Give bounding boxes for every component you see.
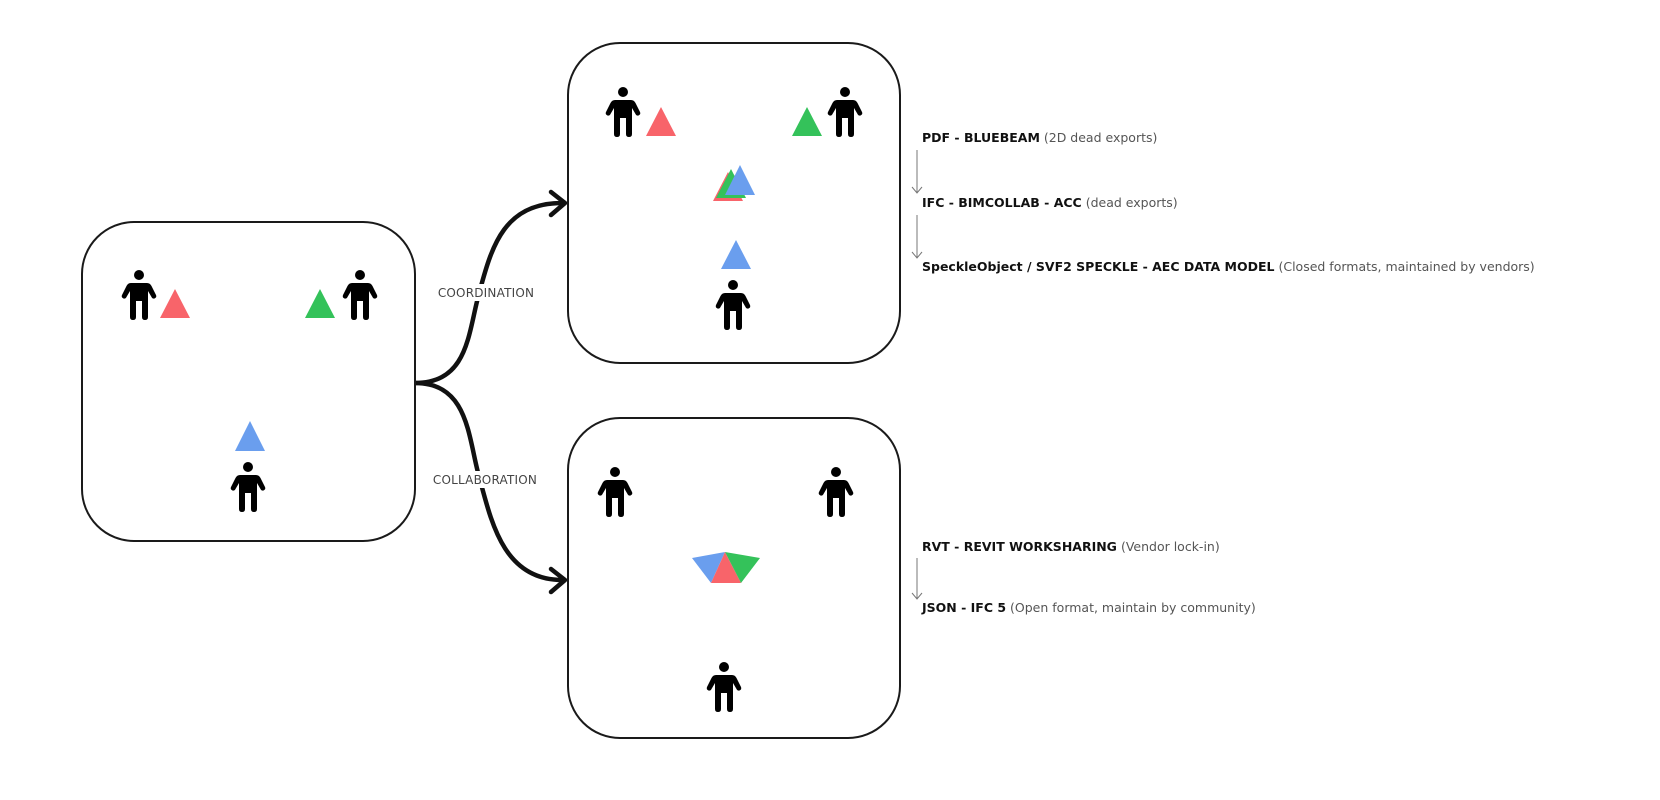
step-format: RVT - REVIT WORKSHARING: [922, 539, 1117, 554]
collaboration-label: COLLABORATION: [433, 473, 537, 487]
coordination-step: PDF - BLUEBEAM (2D dead exports): [922, 130, 1157, 145]
coordination-box: [567, 42, 901, 364]
green-model-triangle: [305, 289, 335, 318]
down-arrowhead-icon: [911, 186, 923, 194]
step-note: (dead exports): [1085, 195, 1178, 210]
step-note: (Closed formats, maintained by vendors): [1278, 259, 1535, 274]
blue-model-triangle: [235, 421, 265, 451]
step-format: JSON - IFC 5: [922, 600, 1007, 615]
coordination-step: SpeckleObject / SVF2 SPECKLE - AEC DATA …: [922, 259, 1535, 274]
step-note: (Open format, maintain by community): [1010, 600, 1256, 615]
collaboration-label-bg: [427, 471, 544, 488]
red-model-triangle: [646, 107, 676, 136]
blue-model-triangle: [725, 165, 755, 195]
down-arrowhead-icon: [911, 251, 923, 259]
step-note: (2D dead exports): [1043, 130, 1158, 145]
merged-models-fan: [692, 552, 760, 583]
blue-model-triangle: [692, 552, 725, 583]
coordination-box-frame: [567, 42, 901, 364]
step-format: SpeckleObject / SVF2 SPECKLE - AEC DATA …: [922, 259, 1275, 274]
green-model-triangle: [792, 107, 822, 136]
step-note: (Vendor lock-in): [1120, 539, 1220, 554]
step-format: IFC - BIMCOLLAB - ACC: [922, 195, 1082, 210]
source-box-frame: [81, 221, 416, 542]
green-model-triangle: [725, 552, 760, 583]
coordination-label: COORDINATION: [438, 286, 534, 300]
overlaid-models-stack: [713, 165, 755, 201]
collaboration-steps-arrows: [911, 558, 923, 600]
collaboration-box: [567, 417, 901, 739]
down-arrowhead-icon: [911, 592, 923, 600]
collaboration-arrowhead-icon: [548, 566, 568, 595]
collaboration-step: RVT - REVIT WORKSHARING (Vendor lock-in): [922, 539, 1220, 554]
collaboration-step: JSON - IFC 5 (Open format, maintain by c…: [922, 600, 1256, 615]
source-box: [81, 221, 416, 542]
red-model-triangle: [711, 552, 741, 583]
coordination-steps-arrows: [911, 150, 923, 259]
coordination-label-bg: [430, 284, 542, 301]
blue-model-triangle: [721, 240, 751, 269]
red-model-triangle: [160, 289, 190, 318]
coordination-step: IFC - BIMCOLLAB - ACC (dead exports): [922, 195, 1178, 210]
step-format: PDF - BLUEBEAM: [922, 130, 1040, 145]
coordination-arrowhead-icon: [548, 189, 568, 218]
